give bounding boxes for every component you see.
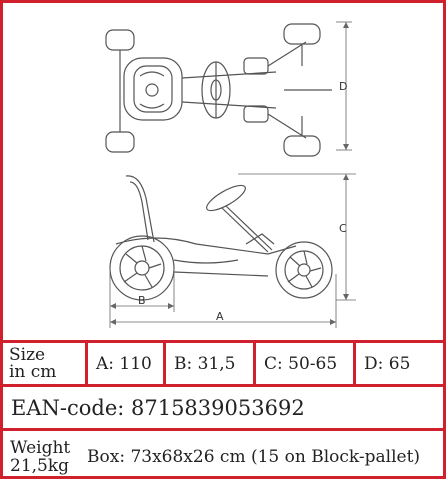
dim-d-cell: D: 65 [353,343,446,384]
weight-cell: Weight 21,5kg [3,431,79,482]
go-kart-technical-drawing: D C B A [105,21,356,328]
size-label-cell: Size in cm [3,343,85,384]
dim-d: D: 65 [364,353,411,374]
ean-code: EAN-code: 8715839053692 [11,395,305,420]
side-view-drawing [109,175,333,301]
dim-c-cell: C: 50-65 [253,343,353,384]
size-label-line2: in cm [9,361,57,382]
dim-b-cell: B: 31,5 [163,343,253,384]
dimension-label-c: C [339,222,347,235]
dim-a: A: 110 [96,353,152,374]
weight-label: Weight [10,437,71,458]
dimension-label-d: D [339,80,347,93]
box-dimensions: Box: 73x68x26 cm (15 on Block-pallet) [87,446,421,467]
dim-a-cell: A: 110 [85,343,163,384]
size-row: Size in cm A: 110 B: 31,5 C: 50-65 D: 65 [3,340,446,384]
dimension-label-a: A [216,310,224,323]
weight-box-row: Weight 21,5kg Box: 73x68x26 cm (15 on Bl… [3,428,446,482]
weight-value: 21,5kg [10,455,70,476]
top-view-drawing [105,23,332,157]
ean-row: EAN-code: 8715839053692 [3,384,446,428]
dim-b: B: 31,5 [174,353,236,374]
dimension-label-b: B [138,294,146,307]
size-label-line1: Size [9,344,46,365]
dim-c: C: 50-65 [264,353,338,374]
